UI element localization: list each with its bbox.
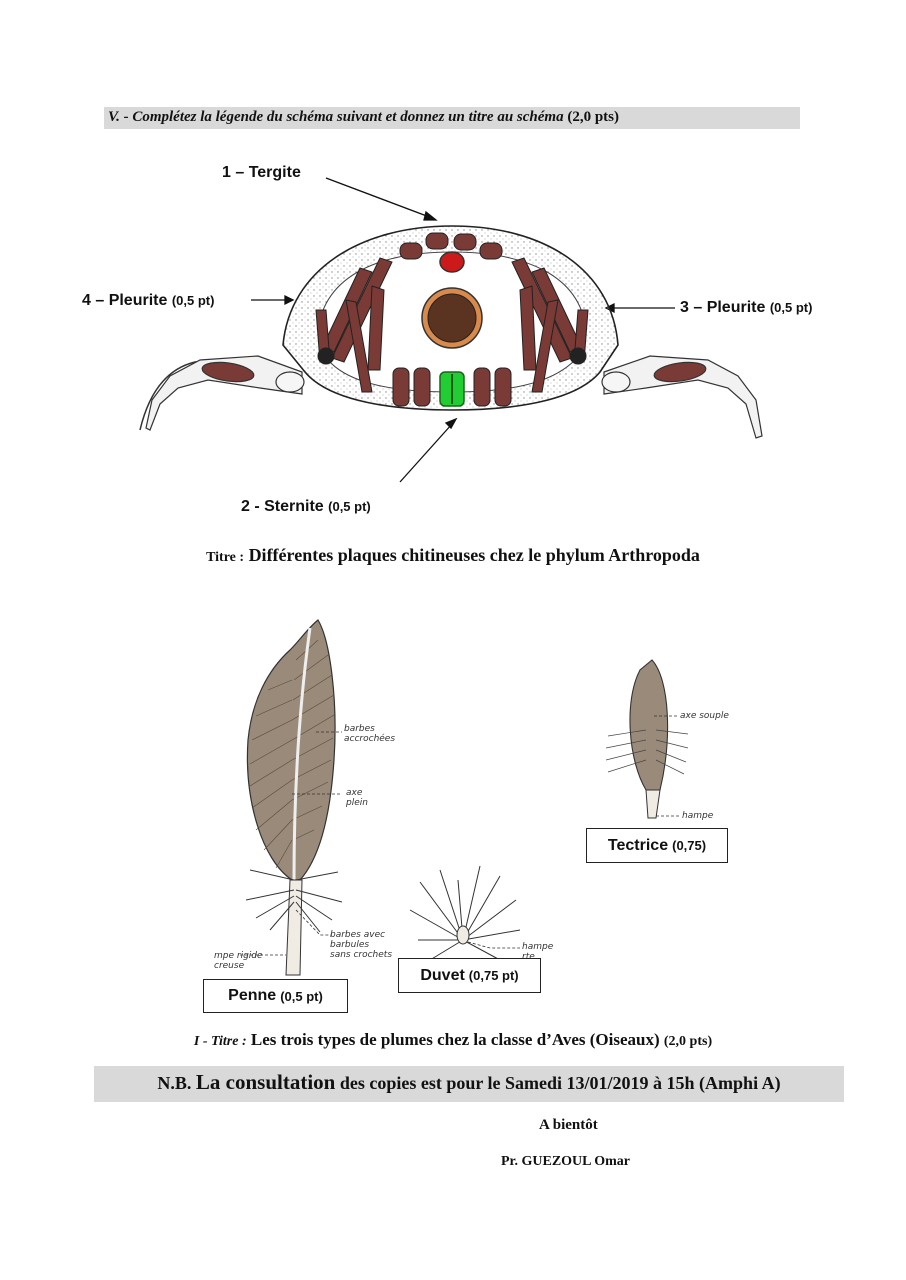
tectrice-box: Tectrice (0,75) — [586, 828, 728, 863]
right-appendage — [601, 355, 763, 439]
tectrice-label-hampe: hampe — [682, 811, 714, 821]
diagram1-title-text: Différentes plaques chitineuses chez le … — [248, 545, 700, 565]
duvet-label-hampe: hampe rte — [522, 942, 553, 962]
feathers-diagram — [240, 619, 689, 976]
penne-label-barbes-avec: barbes avec barbules sans crochets — [330, 930, 392, 960]
diagram1-title: Titre : Différentes plaques chitineuses … — [0, 545, 906, 566]
penne-label-axe-line1: axe — [346, 788, 363, 798]
tectrice-name: Tectrice — [607, 836, 669, 854]
question-bar — [104, 107, 800, 129]
label-pleurite-right: 3 – Pleurite (0,5 pt) — [680, 299, 812, 317]
penne-label-axe: axe plein — [346, 788, 368, 808]
penne-feather — [245, 619, 343, 976]
penne-points: (0,5 pt) — [280, 988, 323, 1004]
diagram2-title: I - Titre : Les trois types de plumes ch… — [0, 1030, 906, 1050]
penne-box: Penne (0,5 pt) — [203, 979, 348, 1013]
pleurite-right-name: 3 – Pleurite — [680, 299, 766, 316]
label-tergite: 1 – Tergite — [222, 164, 301, 181]
pleurite-left-name: 4 – Pleurite — [82, 292, 168, 309]
arthropod-diagram — [139, 177, 763, 483]
penne-label-axe-line2: plein — [346, 798, 368, 808]
question-label: V. - Complétez la légende du schéma suiv… — [108, 109, 564, 125]
sternite-name: 2 - Sternite — [241, 498, 324, 515]
duvet-box: Duvet (0,75 pt) — [398, 958, 541, 993]
note-bar — [94, 1066, 844, 1102]
diagram2-title-prefix: I - Titre : — [193, 1034, 247, 1049]
penne-label-barbes-line1: barbes — [344, 724, 375, 734]
right-muscles — [511, 257, 589, 393]
tectrice-feather — [605, 659, 689, 819]
dorsal-muscles — [399, 232, 503, 260]
penne-label-hampe-line2: creuse — [214, 961, 245, 971]
note-text: N.B. La consultation des copies est pour… — [94, 1070, 844, 1095]
question-text: V. - Complétez la légende du schéma suiv… — [108, 109, 619, 126]
penne-label-barbes-avec-line2: barbules — [330, 940, 370, 950]
penne-label-barbes-avec-line3: sans crochets — [330, 950, 393, 960]
signature: Pr. GUEZOUL Omar — [501, 1154, 630, 1169]
penne-label-hampe-line1: mpe rigide — [214, 951, 263, 961]
pleurite-left-points: (0,5 pt) — [171, 293, 215, 308]
penne-label-barbes-line2: accrochées — [344, 734, 396, 744]
duvet-label-hampe-line1: hampe — [522, 942, 554, 952]
sternite-points: (0,5 pt) — [328, 499, 371, 514]
label-sternite: 2 - Sternite (0,5 pt) — [241, 498, 371, 516]
heart — [439, 251, 465, 273]
penne-name: Penne — [228, 987, 277, 1004]
duvet-name: Duvet — [420, 966, 465, 984]
pleurite-right-points: (0,5 pt) — [769, 300, 813, 315]
diagram2-title-text: Les trois types de plumes chez la classe… — [250, 1030, 660, 1049]
diagram1-title-prefix: Titre : — [206, 550, 245, 565]
ventral-muscles — [392, 367, 512, 407]
note-highlight: La consultation — [195, 1070, 336, 1094]
left-muscles — [315, 257, 393, 393]
label-pleurite-left: 4 – Pleurite (0,5 pt) — [82, 292, 214, 310]
penne-label-hampe: mpe rigide creuse — [214, 951, 263, 971]
note-prefix: N.B. — [157, 1073, 192, 1093]
penne-label-barbes: barbes accrochées — [344, 724, 395, 744]
tectrice-points: (0,75) — [672, 838, 707, 853]
diagram2-title-points: (2,0 pts) — [663, 1034, 713, 1049]
feather-leaders — [240, 715, 680, 956]
question-points: (2,0 pts) — [567, 109, 620, 125]
tectrice-label-axe: axe souple — [680, 711, 729, 721]
penne-label-barbes-avec-line1: barbes avec — [330, 930, 386, 940]
duvet-feather — [409, 865, 521, 961]
duvet-label-hampe-line2: rte — [522, 952, 535, 962]
left-appendage — [139, 355, 305, 431]
duvet-points: (0,75 pt) — [468, 968, 519, 983]
closing-text: A bientôt — [539, 1117, 598, 1133]
note-rest: des copies est pour le Samedi 13/01/2019… — [339, 1073, 781, 1093]
